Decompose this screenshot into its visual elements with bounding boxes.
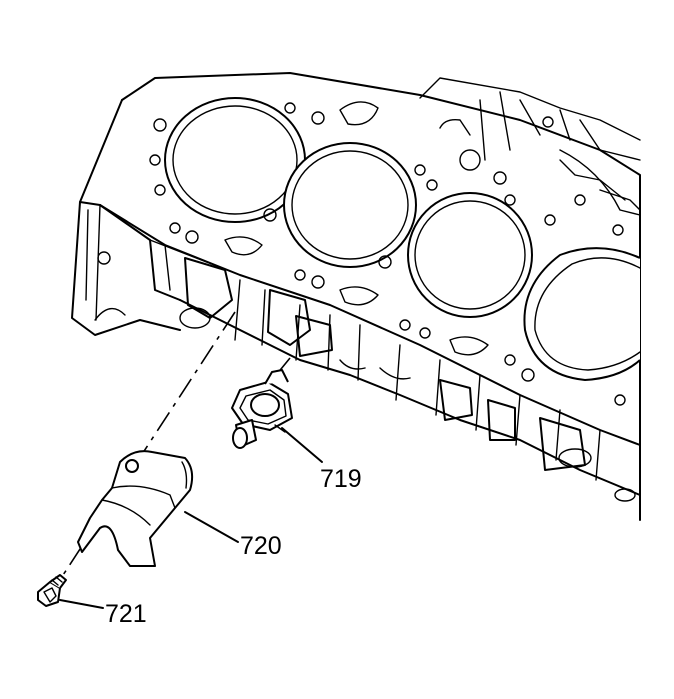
callout-721: 721 <box>105 600 147 628</box>
callout-720: 720 <box>240 532 282 560</box>
leader-line-721 <box>59 599 104 609</box>
engine-block <box>71 72 641 521</box>
heat-shield <box>77 450 194 567</box>
leader-line-720 <box>184 511 239 543</box>
bolt <box>37 574 67 607</box>
knock-sensor <box>231 369 293 449</box>
leader-line-719 <box>281 427 323 463</box>
callout-719: 719 <box>320 465 362 493</box>
